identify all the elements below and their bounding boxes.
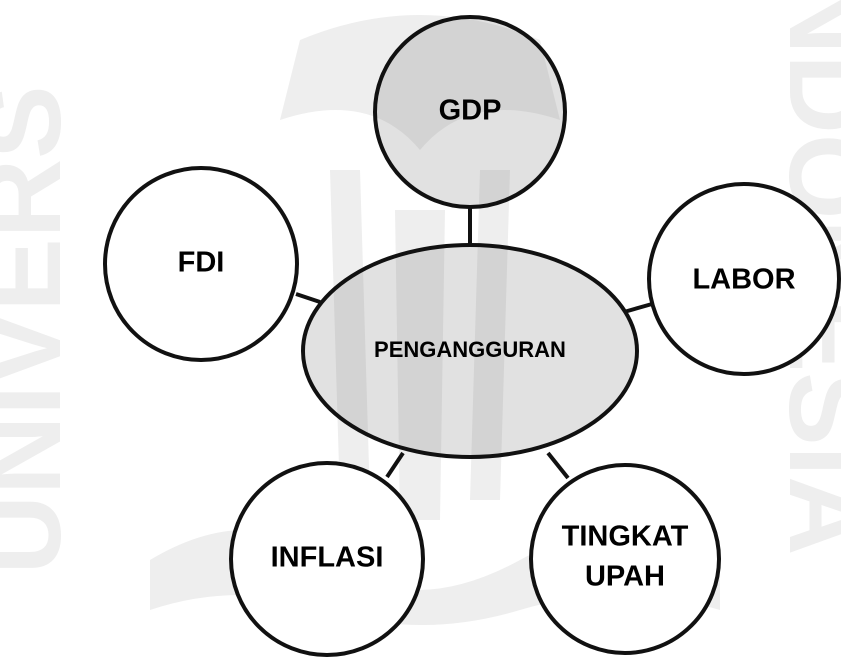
- node-inflasi-circle: [229, 461, 425, 657]
- node-labor: LABOR: [647, 182, 841, 376]
- connector-inflasi: [385, 451, 405, 479]
- node-labor-label: LABOR: [692, 264, 795, 296]
- connector-tingkat-upah: [546, 451, 570, 480]
- connector-labor: [623, 302, 653, 314]
- node-inflasi-label: INFLASI: [271, 542, 384, 574]
- node-gdp: GDP: [373, 15, 567, 209]
- center-label: PENGANGGURAN: [374, 337, 566, 362]
- center-ellipse: [301, 243, 639, 459]
- watermark-left-text: UNIVERS: [0, 86, 84, 575]
- node-inflasi: INFLASI: [229, 461, 425, 657]
- node-gdp-label: GDP: [439, 95, 502, 127]
- node-fdi-circle: [103, 166, 299, 362]
- node-fdi-label: FDI: [178, 247, 225, 279]
- node-labor-circle: [647, 182, 841, 376]
- watermark-emblem: [280, 15, 560, 520]
- connectors: [295, 207, 653, 480]
- node-tingkat-upah-circle: [529, 463, 721, 655]
- connector-fdi: [295, 292, 321, 304]
- node-fdi: FDI: [103, 166, 299, 362]
- watermark-left-lettering: UNIVERS: [0, 86, 84, 575]
- node-gdp-circle: [373, 15, 567, 209]
- node-tingkat-upah: TINGKAT UPAH: [529, 463, 721, 655]
- node-tingkat-upah-label-line2: UPAH: [585, 561, 665, 593]
- center-node: PENGANGGURAN: [301, 243, 639, 459]
- node-tingkat-upah-label-line1: TINGKAT: [562, 521, 689, 553]
